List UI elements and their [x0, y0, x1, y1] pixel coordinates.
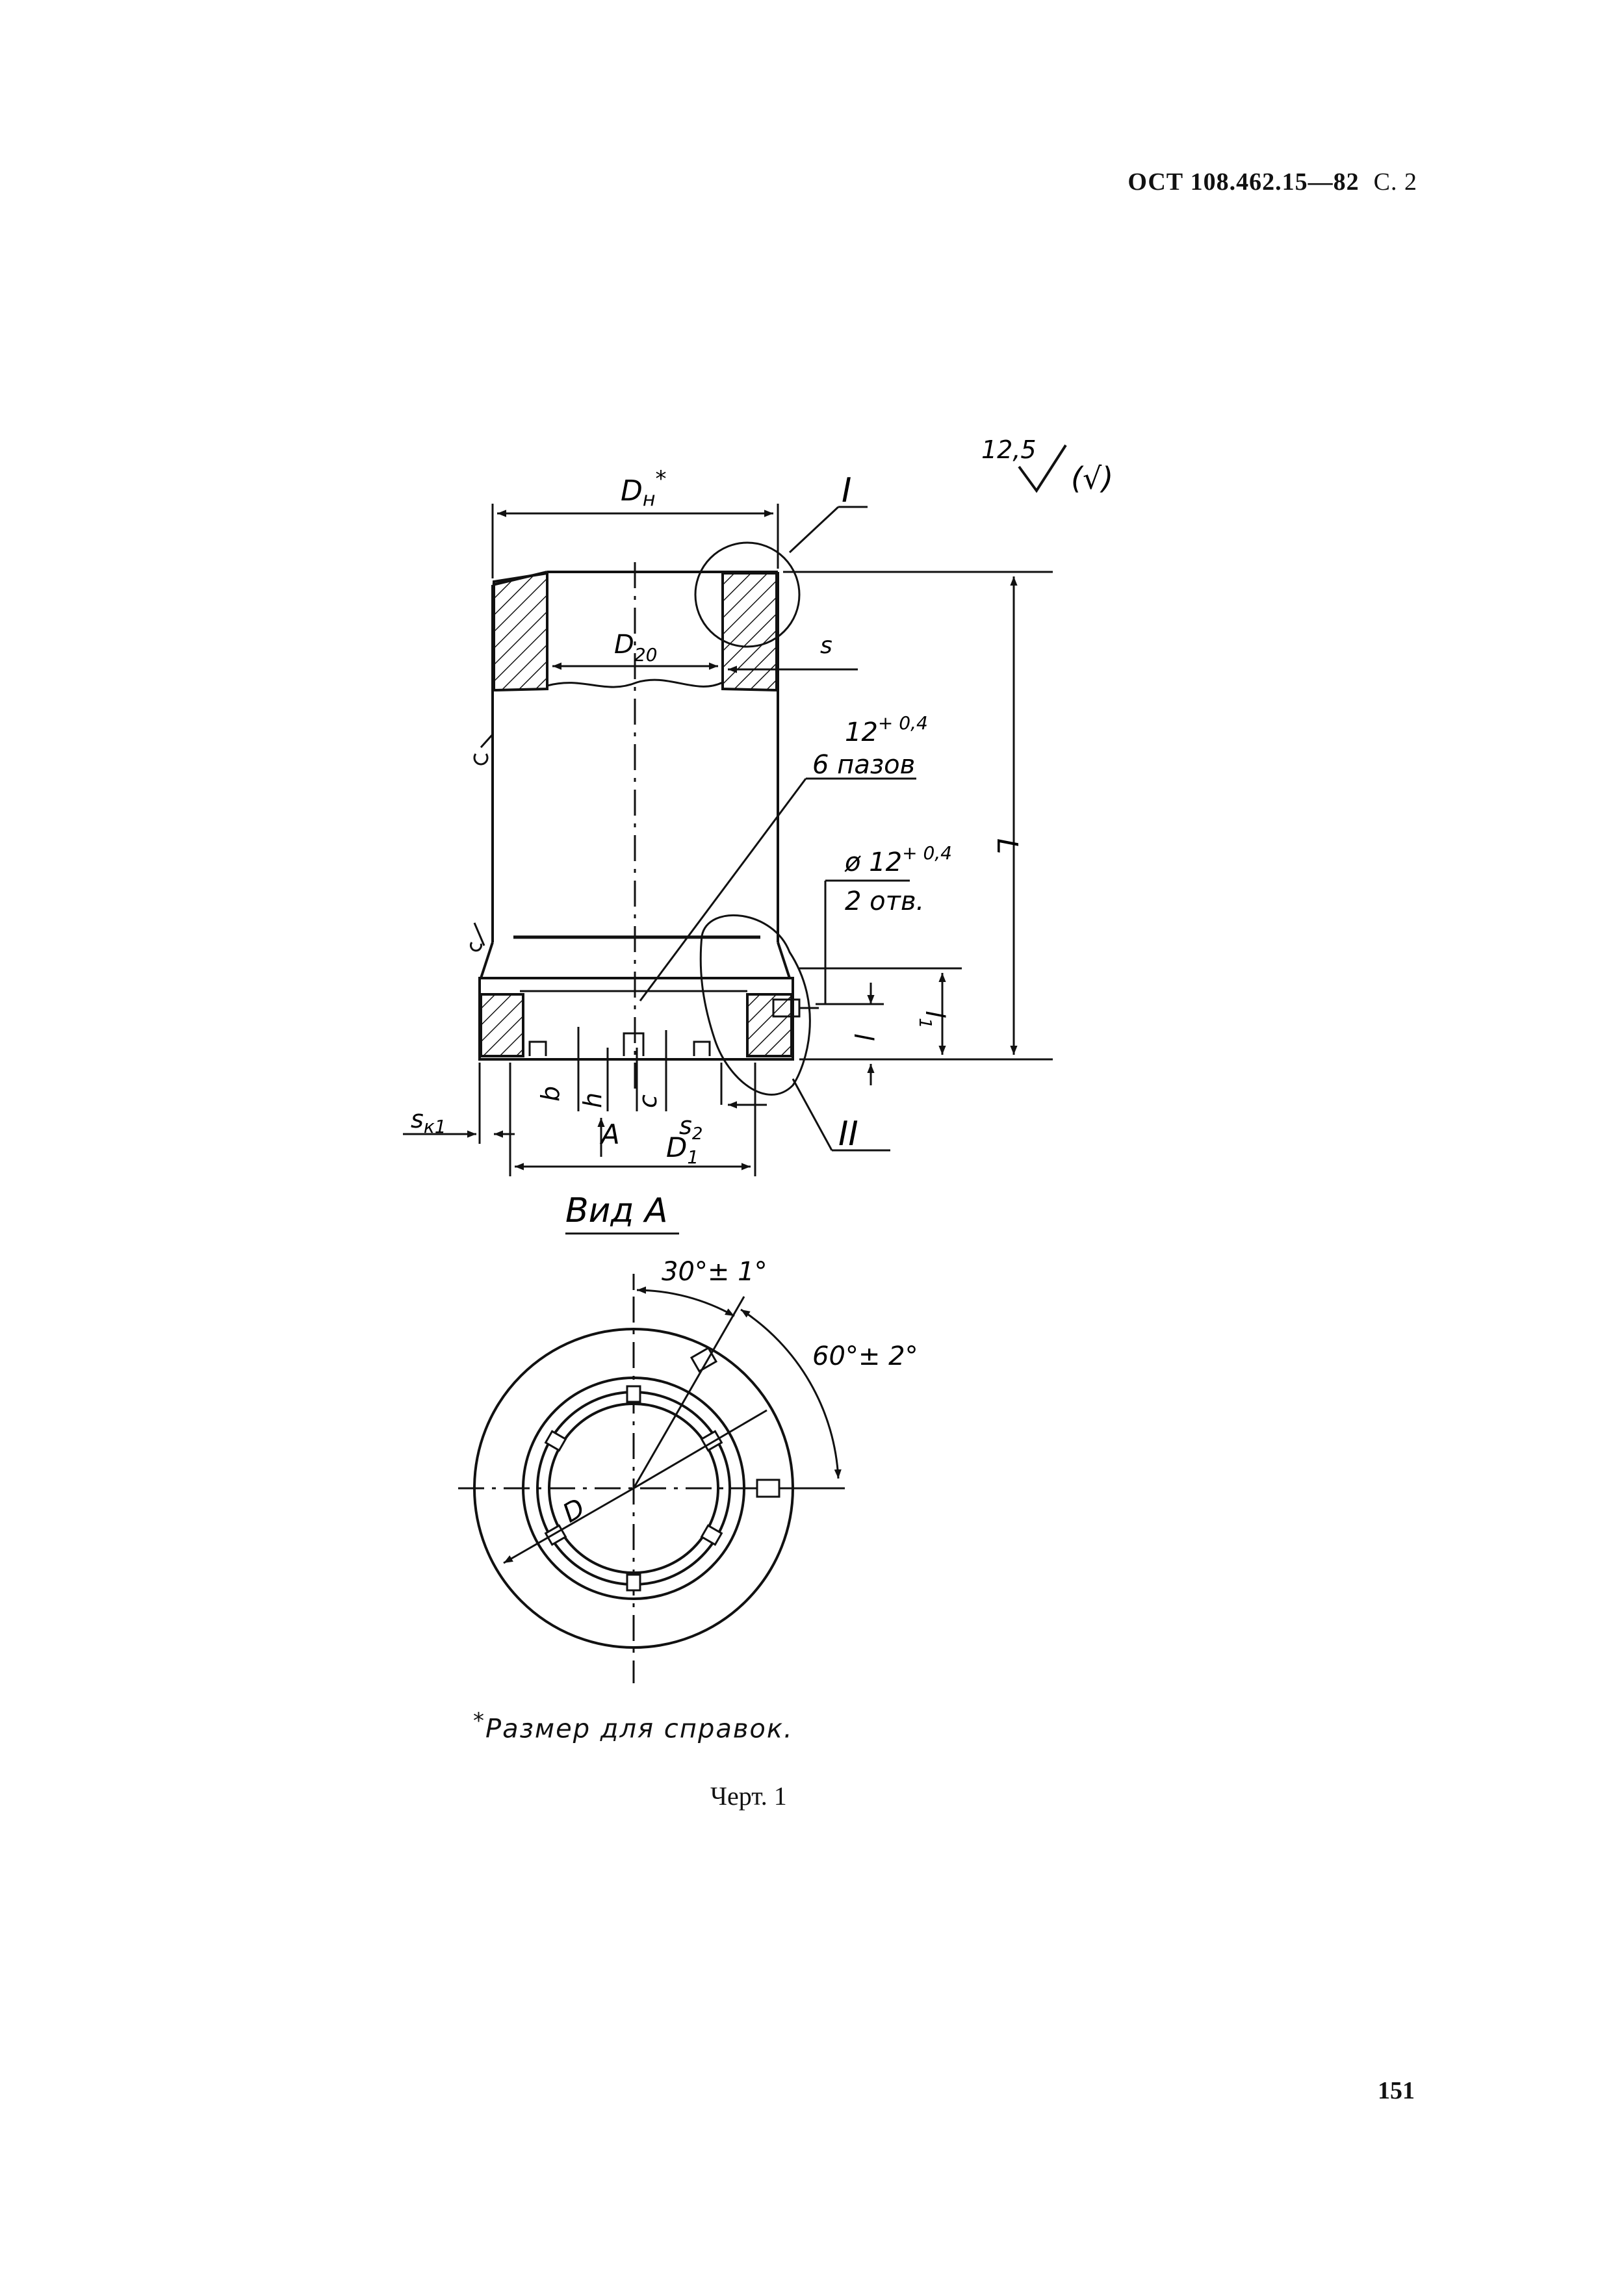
dim-bottom-dia-label: D1 [666, 1131, 699, 1168]
angle-60-label: 60°± 2° [812, 1341, 918, 1371]
roughness-symbol: 12,5 (√) [981, 435, 1113, 496]
page-number: 151 [1378, 2077, 1415, 2104]
roughness-other: (√) [1071, 461, 1113, 496]
view-a-slots [544, 1347, 780, 1592]
dims-bottom [403, 1027, 767, 1176]
document-header: ОСТ 108.462.15—82 С. 2 [1128, 168, 1417, 196]
dim-length [783, 571, 1053, 1061]
roughness-value: 12,5 [981, 435, 1037, 464]
dim-l1 [799, 967, 962, 1085]
view-title: Вид А [565, 1191, 668, 1230]
dim-slot-wall-label: s2 [679, 1111, 702, 1144]
footnote-text: Размер для справок. [485, 1714, 793, 1744]
view-arrow-label: A [599, 1118, 620, 1150]
dim-weld-wall-label: sк1 [411, 1105, 446, 1137]
dim-outer-dia [491, 504, 779, 578]
view-a-angles [503, 1274, 845, 1564]
weld-mark-icon [469, 922, 485, 952]
page-ref: С. 2 [1373, 168, 1417, 196]
view-dia-label: D [558, 1493, 590, 1529]
slots-count: 6 пазов [812, 750, 915, 780]
standard-number: ОСТ 108.462.15—82 [1128, 168, 1360, 196]
dim-h-label: h [578, 1092, 607, 1108]
dim-b-label: b [536, 1086, 565, 1102]
detail-1-label: I [842, 471, 851, 510]
detail-circle-2 [699, 914, 811, 1096]
hatched-walls [480, 571, 793, 1057]
dim-l-label: l [848, 1033, 878, 1040]
dim-inner-dia-label: D20 [614, 630, 657, 665]
detail-circle-1 [694, 541, 801, 648]
holes-count: 2 отв. [845, 886, 924, 916]
angle-30-label: 30°± 1° [662, 1257, 767, 1287]
dim-length-label: L [990, 838, 1024, 855]
holes-value: ø 12+ 0,4 [844, 842, 952, 877]
dim-outer-dia-label: Dн* [621, 466, 667, 511]
dim-wall-label: s [820, 632, 832, 659]
dim-c-label: c [634, 1094, 662, 1108]
footnote-star: * [473, 1708, 485, 1734]
footnote: *Размер для справок. [473, 1708, 793, 1744]
slots-value: 12+ 0,4 [845, 712, 928, 747]
dim-l1-label: l1 [915, 1011, 949, 1029]
check-mark-icon [1018, 444, 1067, 493]
detail-2-label: II [838, 1115, 858, 1154]
weld-mark-icon [473, 733, 494, 766]
slots-leader [639, 778, 807, 1001]
figure-caption: Черт. 1 [710, 1781, 787, 1811]
